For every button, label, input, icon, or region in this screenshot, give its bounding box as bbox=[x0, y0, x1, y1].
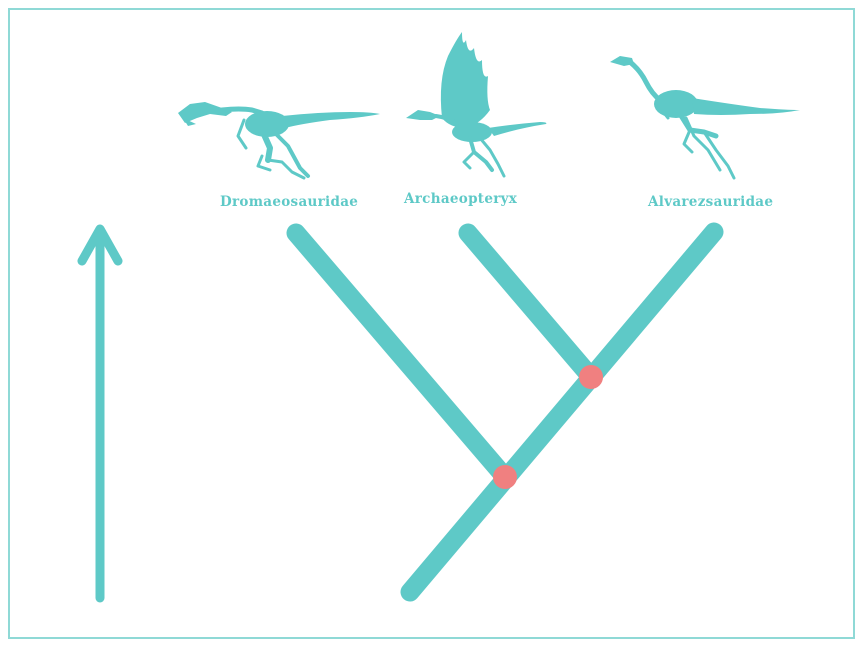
alvarezsaur-skeleton-icon bbox=[610, 56, 800, 178]
dromaeosauridae-branch bbox=[296, 233, 505, 477]
taxon-label-alvarezsauridae: Alvarezsauridae bbox=[648, 194, 773, 210]
archaeopteryx-skeleton-icon bbox=[406, 32, 546, 176]
common-ancestor-node bbox=[493, 465, 517, 489]
dromaeosaur-skeleton-icon bbox=[178, 102, 380, 178]
taxon-label-dromaeosauridae: Dromaeosauridae bbox=[220, 194, 358, 210]
archaeopteryx-branch bbox=[468, 233, 591, 377]
up-arrow-icon bbox=[82, 229, 118, 598]
common-ancestor-node bbox=[579, 365, 603, 389]
taxon-label-archaeopteryx: Archaeopteryx bbox=[404, 191, 517, 207]
